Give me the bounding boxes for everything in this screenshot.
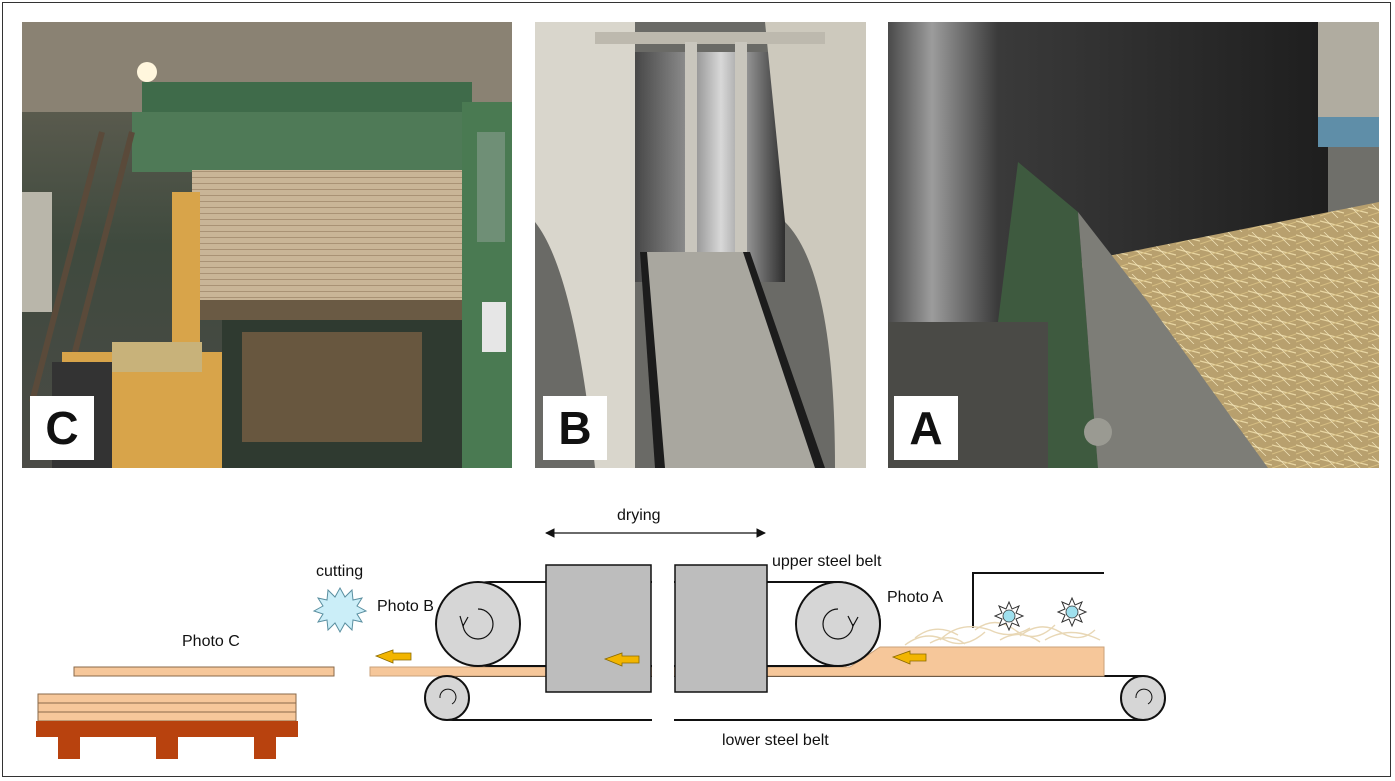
photo-c-letter: C <box>30 396 94 460</box>
upper-roller-right <box>795 581 881 667</box>
pallet <box>36 721 298 759</box>
press-inlet-image <box>535 22 866 468</box>
forming-roll-1 <box>993 600 1025 632</box>
upper-belt-label: upper steel belt <box>772 553 882 570</box>
cutting-label: cutting <box>316 563 363 580</box>
upper-roller-left <box>435 581 521 667</box>
process-diagram: drying <box>36 507 1166 759</box>
lower-roller-left <box>424 675 470 721</box>
board-stack <box>37 693 297 722</box>
photo-a-label: Photo A <box>887 589 943 606</box>
lower-steel-belt <box>430 675 1164 721</box>
diagram-break-gap <box>652 560 674 730</box>
lower-roller-right <box>1120 675 1166 721</box>
photo-c-board-stacker: C <box>22 22 512 468</box>
forming-hood <box>972 572 1104 628</box>
lower-belt-label: lower steel belt <box>722 732 829 749</box>
photo-c-label: Photo C <box>182 633 240 650</box>
fiber-mat-image <box>888 22 1379 468</box>
flow-arrow-forming <box>891 650 927 665</box>
stacker-image <box>22 22 512 468</box>
photo-b-press-inlet: B <box>535 22 866 468</box>
photo-b-letter: B <box>543 396 607 460</box>
press-block-left <box>545 564 652 693</box>
cut-board <box>73 666 335 677</box>
photo-b-label: Photo B <box>377 598 434 615</box>
photo-a-letter: A <box>894 396 958 460</box>
photo-a-fiber-mat: A <box>888 22 1379 468</box>
flow-arrow-exit <box>374 649 412 664</box>
flow-arrow-press <box>603 652 640 667</box>
press-block-right <box>674 564 768 693</box>
cutting-saw <box>312 586 368 634</box>
drying-label: drying <box>617 507 661 524</box>
loose-fibers <box>904 621 1101 646</box>
forming-roll-2 <box>1056 596 1088 628</box>
